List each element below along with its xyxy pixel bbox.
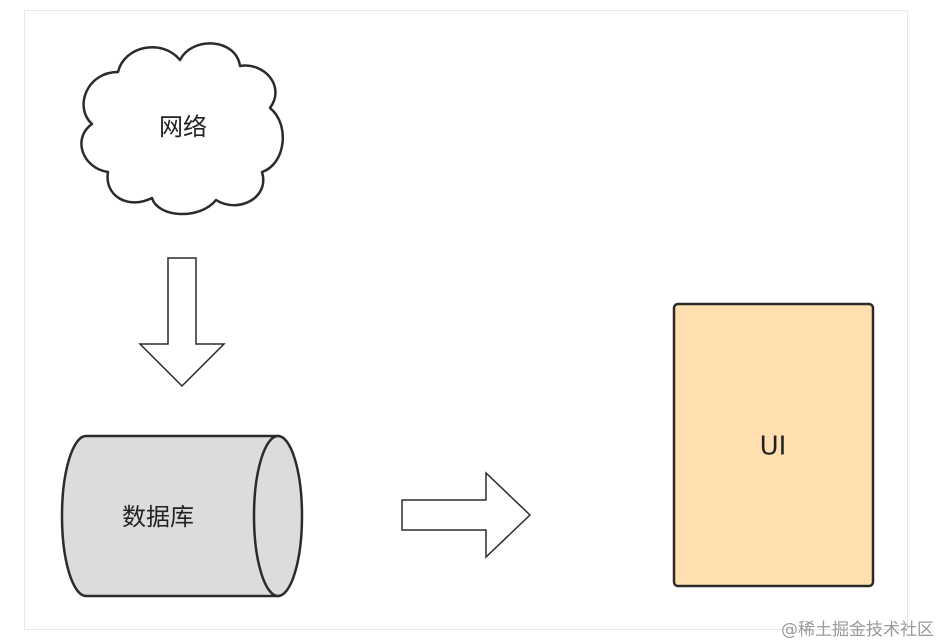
right-arrow-icon xyxy=(401,471,532,559)
database-label: 数据库 xyxy=(122,503,194,531)
cylinder-body xyxy=(60,434,280,598)
diagram-frame xyxy=(24,10,908,630)
network-label: 网络 xyxy=(159,113,207,141)
watermark: @稀土掘金技术社区 xyxy=(781,620,934,640)
down-arrow-icon xyxy=(138,257,226,388)
database-cylinder: 数据库 xyxy=(60,434,304,598)
cylinder-end-cap xyxy=(252,434,304,598)
ui-box: UI xyxy=(672,302,875,588)
network-cloud: 网络 xyxy=(80,42,284,216)
ui-rect xyxy=(672,302,875,588)
ui-label: UI xyxy=(760,432,787,462)
cloud-shape xyxy=(80,42,284,216)
